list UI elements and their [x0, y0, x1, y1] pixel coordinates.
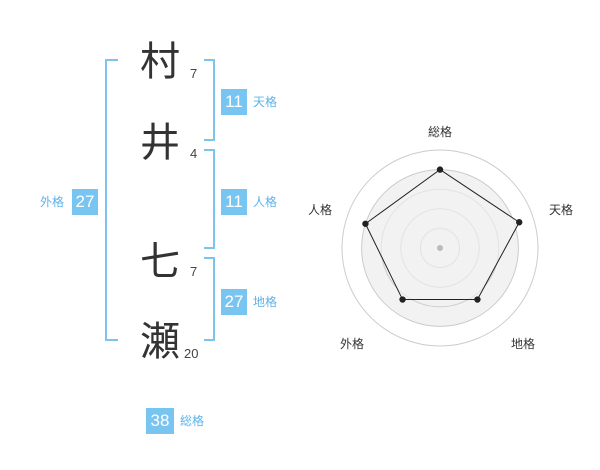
radar-label-chikaku: 地格 [511, 337, 536, 351]
radar-point [516, 219, 523, 226]
soukaku-label: 総格 [180, 414, 205, 428]
radar-ring [341, 149, 539, 347]
radar-chart [341, 149, 539, 347]
stroke-count-2: 4 [190, 146, 198, 161]
gaikaku-label: 外格 [40, 195, 65, 209]
name-char-2: 井 [140, 120, 180, 166]
radar-center [437, 245, 443, 251]
jinkaku-label: 人格 [253, 195, 278, 209]
radar-point [436, 166, 444, 173]
name-char-1: 村 [140, 39, 180, 85]
stroke-count-4: 20 [184, 346, 199, 361]
stroke-count-3: 7 [190, 264, 198, 279]
name-char-3: 七 [140, 239, 180, 285]
radar-polygon [364, 168, 520, 301]
tenkaku-label: 天格 [253, 95, 278, 109]
soukaku-value: 38 [146, 408, 174, 434]
chikaku-value: 27 [221, 289, 247, 315]
name-char-4: 瀬 [140, 319, 180, 365]
radar-point [399, 296, 406, 303]
tenkaku-value: 11 [221, 89, 247, 115]
radar-label-gaikaku: 外格 [340, 337, 365, 351]
stroke-count-1: 7 [190, 66, 198, 81]
radar-point [362, 220, 369, 227]
jinkaku-value: 11 [221, 189, 247, 215]
gaikaku-value: 27 [72, 189, 98, 215]
radar-label-tenkaku: 天格 [549, 203, 574, 217]
radar-point [474, 296, 481, 303]
radar-label-jinkaku: 人格 [308, 203, 333, 217]
radar-label-soukaku: 総格 [428, 125, 453, 139]
chikaku-label: 地格 [253, 295, 278, 309]
